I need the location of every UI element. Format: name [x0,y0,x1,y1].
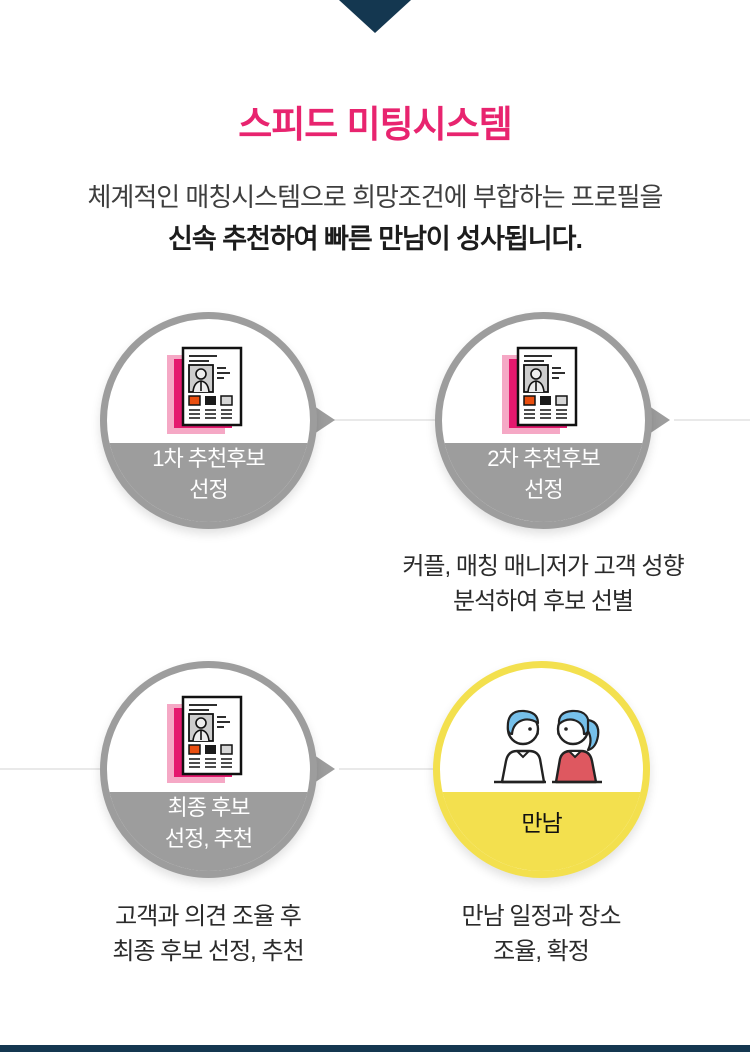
step-label-line-1: 만남 [521,809,562,836]
description-line-1: 고객과 의견 조율 후 [115,903,302,930]
step-3-description: 고객과 의견 조율 후 최종 후보 선정, 추천 [18,899,398,969]
step-label-background [107,791,310,871]
section-divider-triangle-icon [339,0,411,33]
step-label-line-1: 2차 추천후보 [487,446,601,472]
connector-line [339,768,433,770]
step-label-background [440,791,643,871]
profile-document-icon [501,346,577,434]
step-label-line-1: 최종 후보 [167,795,250,821]
step-label: 만남 [440,792,643,871]
connector-line [0,768,100,770]
subtitle-line-2: 신속 추천하여 빠른 만남이 성사됩니다. [168,224,583,254]
description-line-2: 조율, 확정 [493,938,590,965]
section-bottom-divider [0,1045,750,1052]
description-line-2: 최종 후보 선정, 추천 [112,938,304,965]
description-line-1: 만남 일정과 장소 [461,903,622,930]
description-line-2: 분석하여 후보 선별 [453,588,634,615]
step-label-background [107,442,310,522]
couple-meeting-icon [493,709,602,784]
step-label-line-2: 선정 [189,477,228,503]
step-label-background [442,442,645,522]
subtitle-line-1: 체계적인 매칭시스템으로 희망조건에 부합하는 프로필을 [87,182,664,212]
connector-line [674,419,750,421]
step-circle-4: 만남 [433,661,650,878]
description-line-1: 커플, 매칭 매니저가 고객 성향 [402,553,684,580]
step-label-line-2: 선정 [524,477,563,503]
profile-document-icon [166,346,242,434]
step-label-line-1: 1차 추천후보 [152,446,266,472]
step-4-description: 만남 일정과 장소 조율, 확정 [351,899,731,969]
page-title: 스피드 미팅시스템 [238,104,513,145]
step-2-description: 커플, 매칭 매니저가 고객 성향 분석하여 후보 선별 [353,549,733,619]
connector-line [329,419,435,421]
step-label-line-2: 선정, 추천 [164,826,253,852]
profile-document-icon [166,695,242,783]
